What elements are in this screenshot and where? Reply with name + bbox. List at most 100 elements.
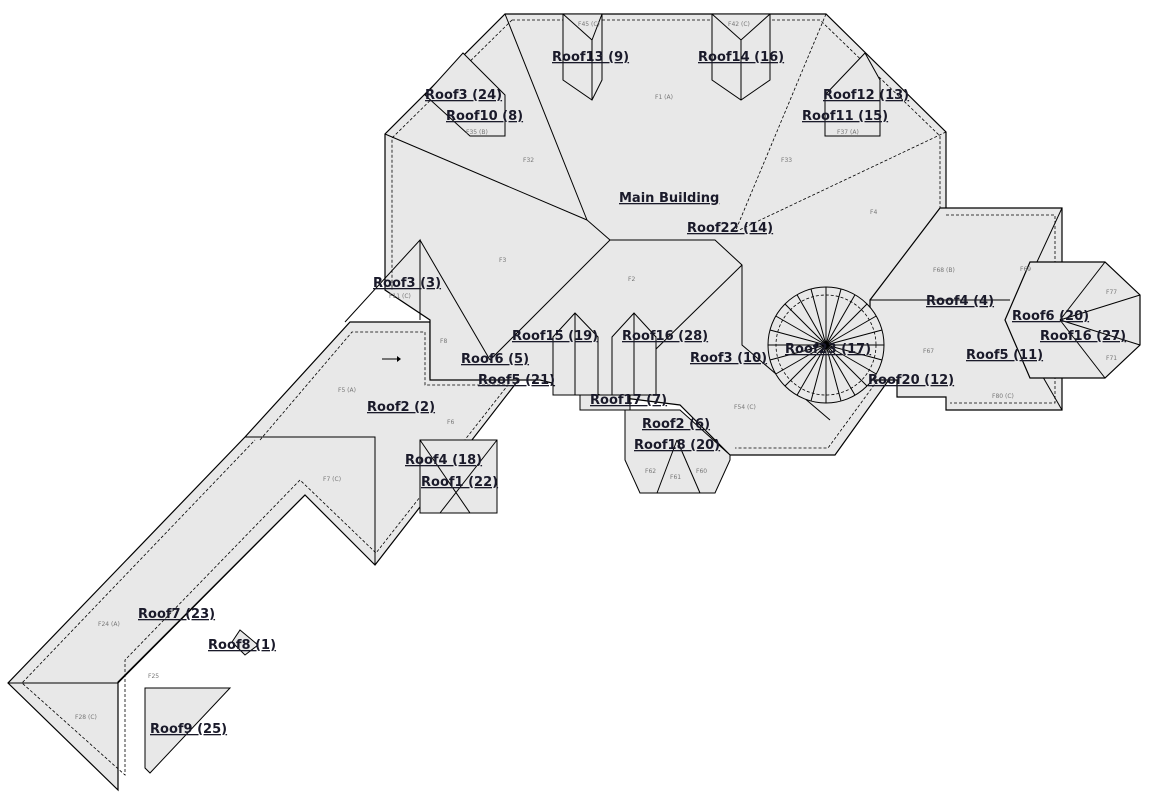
roof-label[interactable]: Roof1 (22) [421,475,498,490]
roof-label[interactable]: Roof17 (7) [590,393,667,408]
face-label: F35 (B) [466,129,488,136]
face-label: F4 [870,209,877,216]
face-label: F60 [696,468,707,475]
face-label: F1 (A) [655,94,673,101]
roof-label[interactable]: Roof6 (20) [1012,309,1089,324]
ridge-line [1059,319,1141,346]
face-label: F68 (B) [933,267,955,274]
roof-label[interactable]: Roof16 (27) [1040,329,1126,344]
roof-label[interactable]: Roof13 (9) [552,50,629,65]
roof-label[interactable]: Roof6 (5) [461,352,529,367]
face-label: F33 [781,157,792,164]
face-label: F24 (A) [98,621,120,628]
ridge-line [245,436,376,565]
ridge-line [419,239,491,361]
roof-label[interactable]: Roof3 (24) [425,88,502,103]
turret-ridge-line [775,344,827,375]
face-label: F37 (A) [837,129,859,136]
building-title[interactable]: Main Building [619,191,719,206]
face-label: F25 [148,673,159,680]
roof8[interactable] [231,629,259,656]
face-label: F61 [670,474,681,481]
hip-line [734,131,947,233]
roof10-dormer[interactable] [424,52,506,137]
roof-label[interactable]: Roof10 (8) [446,109,523,124]
roof-label[interactable]: Roof3 (3) [373,276,441,291]
turret-ridge-line [769,344,827,361]
roof11-dormer[interactable] [824,52,881,137]
roof-label[interactable]: Roof2 (2) [367,400,435,415]
face-label: F11 (C) [389,293,411,300]
face-label: F62 [645,468,656,475]
turret-ridge-line [810,344,827,402]
face-label: F3 [499,257,506,264]
turret-ridge-line [825,344,883,361]
roof-label[interactable]: Roof9 (25) [150,722,227,737]
face-label: F5 (A) [338,387,356,394]
ridge-line [419,439,471,514]
roof18-bay[interactable] [624,409,731,494]
roof-label[interactable]: Roof7 (23) [138,607,215,622]
face-label: F80 (C) [992,393,1014,400]
roof9[interactable] [144,687,232,774]
roof1-hex[interactable] [419,439,498,514]
ridge-line [654,264,743,351]
turret-ridge-line [825,344,856,396]
ridge-line [1059,319,1106,379]
roof-label[interactable]: Roof5 (21) [478,373,555,388]
turret-ridge-line [796,294,827,346]
turret-ridge-line [810,288,827,346]
ridge-line [384,133,588,221]
roof-label[interactable]: Roof4 (4) [926,294,994,309]
face-label: F2 [628,276,635,283]
turret-ridge-line [825,344,877,375]
roof-label[interactable]: Roof3 (10) [690,351,767,366]
roof-label[interactable]: Roof2 (6) [642,417,710,432]
roof-label[interactable]: Roof23 (17) [785,342,871,357]
turret-ridge-line [784,344,827,387]
face-label: F32 [523,157,534,164]
face-label: F6 [447,419,454,426]
turret-ridge-line [825,303,868,346]
roof-label[interactable]: Roof20 (12) [868,373,954,388]
face-label: F28 (C) [75,714,97,721]
turret-ridge-line [784,303,827,346]
roof23-turret[interactable] [767,286,885,404]
turret-ridge-line [775,315,827,346]
roof6-octagon[interactable] [1004,261,1141,379]
turret-ridge-line [769,329,827,346]
face-label: F54 (C) [734,404,756,411]
roof-label[interactable]: Roof16 (28) [622,329,708,344]
roof-label[interactable]: Roof5 (11) [966,348,1043,363]
face-label: F77 [1106,289,1117,296]
ridge-line [1059,294,1141,321]
ridge-line [656,439,678,494]
roof-label[interactable]: Roof4 (18) [405,453,482,468]
roof-label[interactable]: Roof15 (19) [512,329,598,344]
face-label: F71 [1106,355,1117,362]
turret-ridge-line [825,329,883,346]
ridge-line [439,439,498,514]
turret-ridge-line [796,344,827,396]
face-label: F69 [1020,266,1031,273]
face-label: F7 (C) [323,476,341,483]
roof-label[interactable]: Roof8 (1) [208,638,276,653]
roof-label[interactable]: Roof18 (20) [634,438,720,453]
ridge-line [676,439,701,494]
ridge-line [117,494,306,684]
turret-ridge-line [825,315,877,346]
ridge-line [344,238,421,323]
face-label: F45 (C) [578,21,600,28]
roof-label[interactable]: Roof14 (16) [698,50,784,65]
ridge-line [1059,261,1106,321]
turret-ridge-line [825,344,842,402]
roof-label[interactable]: Roof12 (13) [823,88,909,103]
ridge-line [489,239,611,361]
roof-label[interactable]: Roof11 (15) [802,109,888,124]
turret-ridge-line [825,344,868,387]
roof-label[interactable]: Roof22 (14) [687,221,773,236]
turret-ridge-line [825,288,842,346]
face-label: F67 [923,348,934,355]
